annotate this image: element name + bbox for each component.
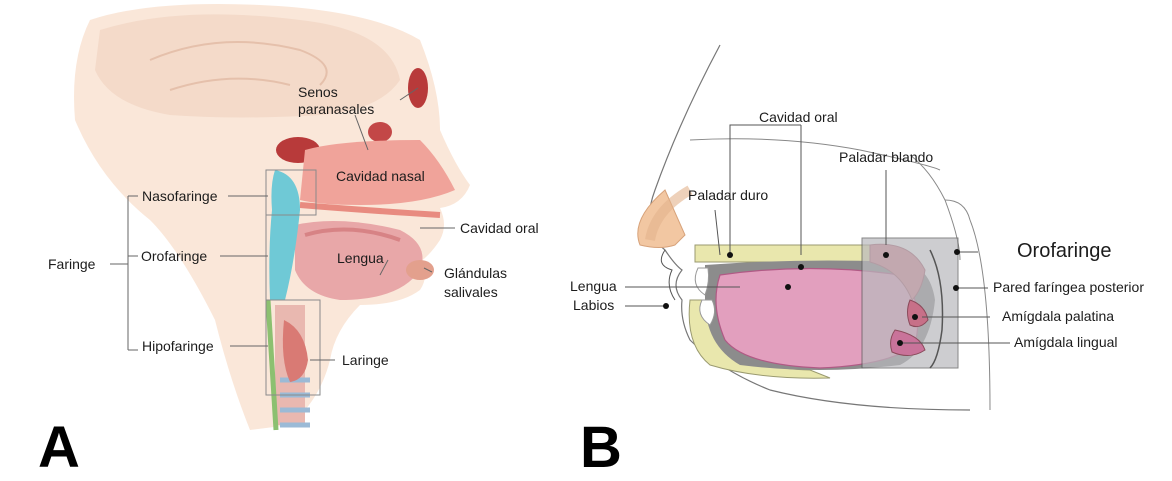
label-labios: Labios: [573, 297, 614, 313]
label-senos: Senos: [298, 84, 338, 100]
label-hipofaringe: Hipofaringe: [142, 338, 214, 354]
panel-a: Senos paranasales Cavidad nasal Nasofari…: [0, 0, 570, 481]
sinus-ethmoid: [368, 122, 392, 142]
label-faringe: Faringe: [48, 256, 95, 272]
panel-letter-b: B: [580, 418, 622, 478]
label-paranasales: paranasales: [298, 101, 374, 117]
label-amigdala-lingual: Amígdala lingual: [1014, 334, 1118, 350]
label-glandulas: Glándulas: [444, 265, 507, 281]
label-orofaringe-a: Orofaringe: [141, 248, 207, 264]
salivary-gland: [406, 260, 434, 280]
label-cavidad-oral-b: Cavidad oral: [759, 109, 838, 125]
panel-b: Cavidad oral Paladar blando Paladar duro…: [570, 0, 1172, 481]
label-cavidad-nasal-a: Cavidad nasal: [336, 168, 425, 184]
panel-letter-a: A: [38, 418, 80, 478]
label-lengua-b: Lengua: [570, 278, 617, 294]
upper-teeth: [695, 268, 708, 295]
label-paladar-blando: Paladar blando: [839, 149, 933, 165]
label-laringe: Laringe: [342, 352, 389, 368]
label-lengua-a: Lengua: [337, 250, 384, 266]
label-amigdala-palatina: Amígdala palatina: [1002, 308, 1114, 324]
label-orofaringe-b: Orofaringe: [1017, 240, 1112, 262]
label-cavidad-oral-a: Cavidad oral: [460, 220, 539, 236]
label-pared-faringea: Pared faríngea posterior: [993, 279, 1144, 295]
label-paladar-duro: Paladar duro: [688, 187, 768, 203]
label-salivales: salivales: [444, 284, 498, 300]
hard-palate: [695, 245, 873, 262]
head-sagittal-illustration: [0, 0, 570, 481]
label-nasofaringe: Nasofaringe: [142, 188, 218, 204]
